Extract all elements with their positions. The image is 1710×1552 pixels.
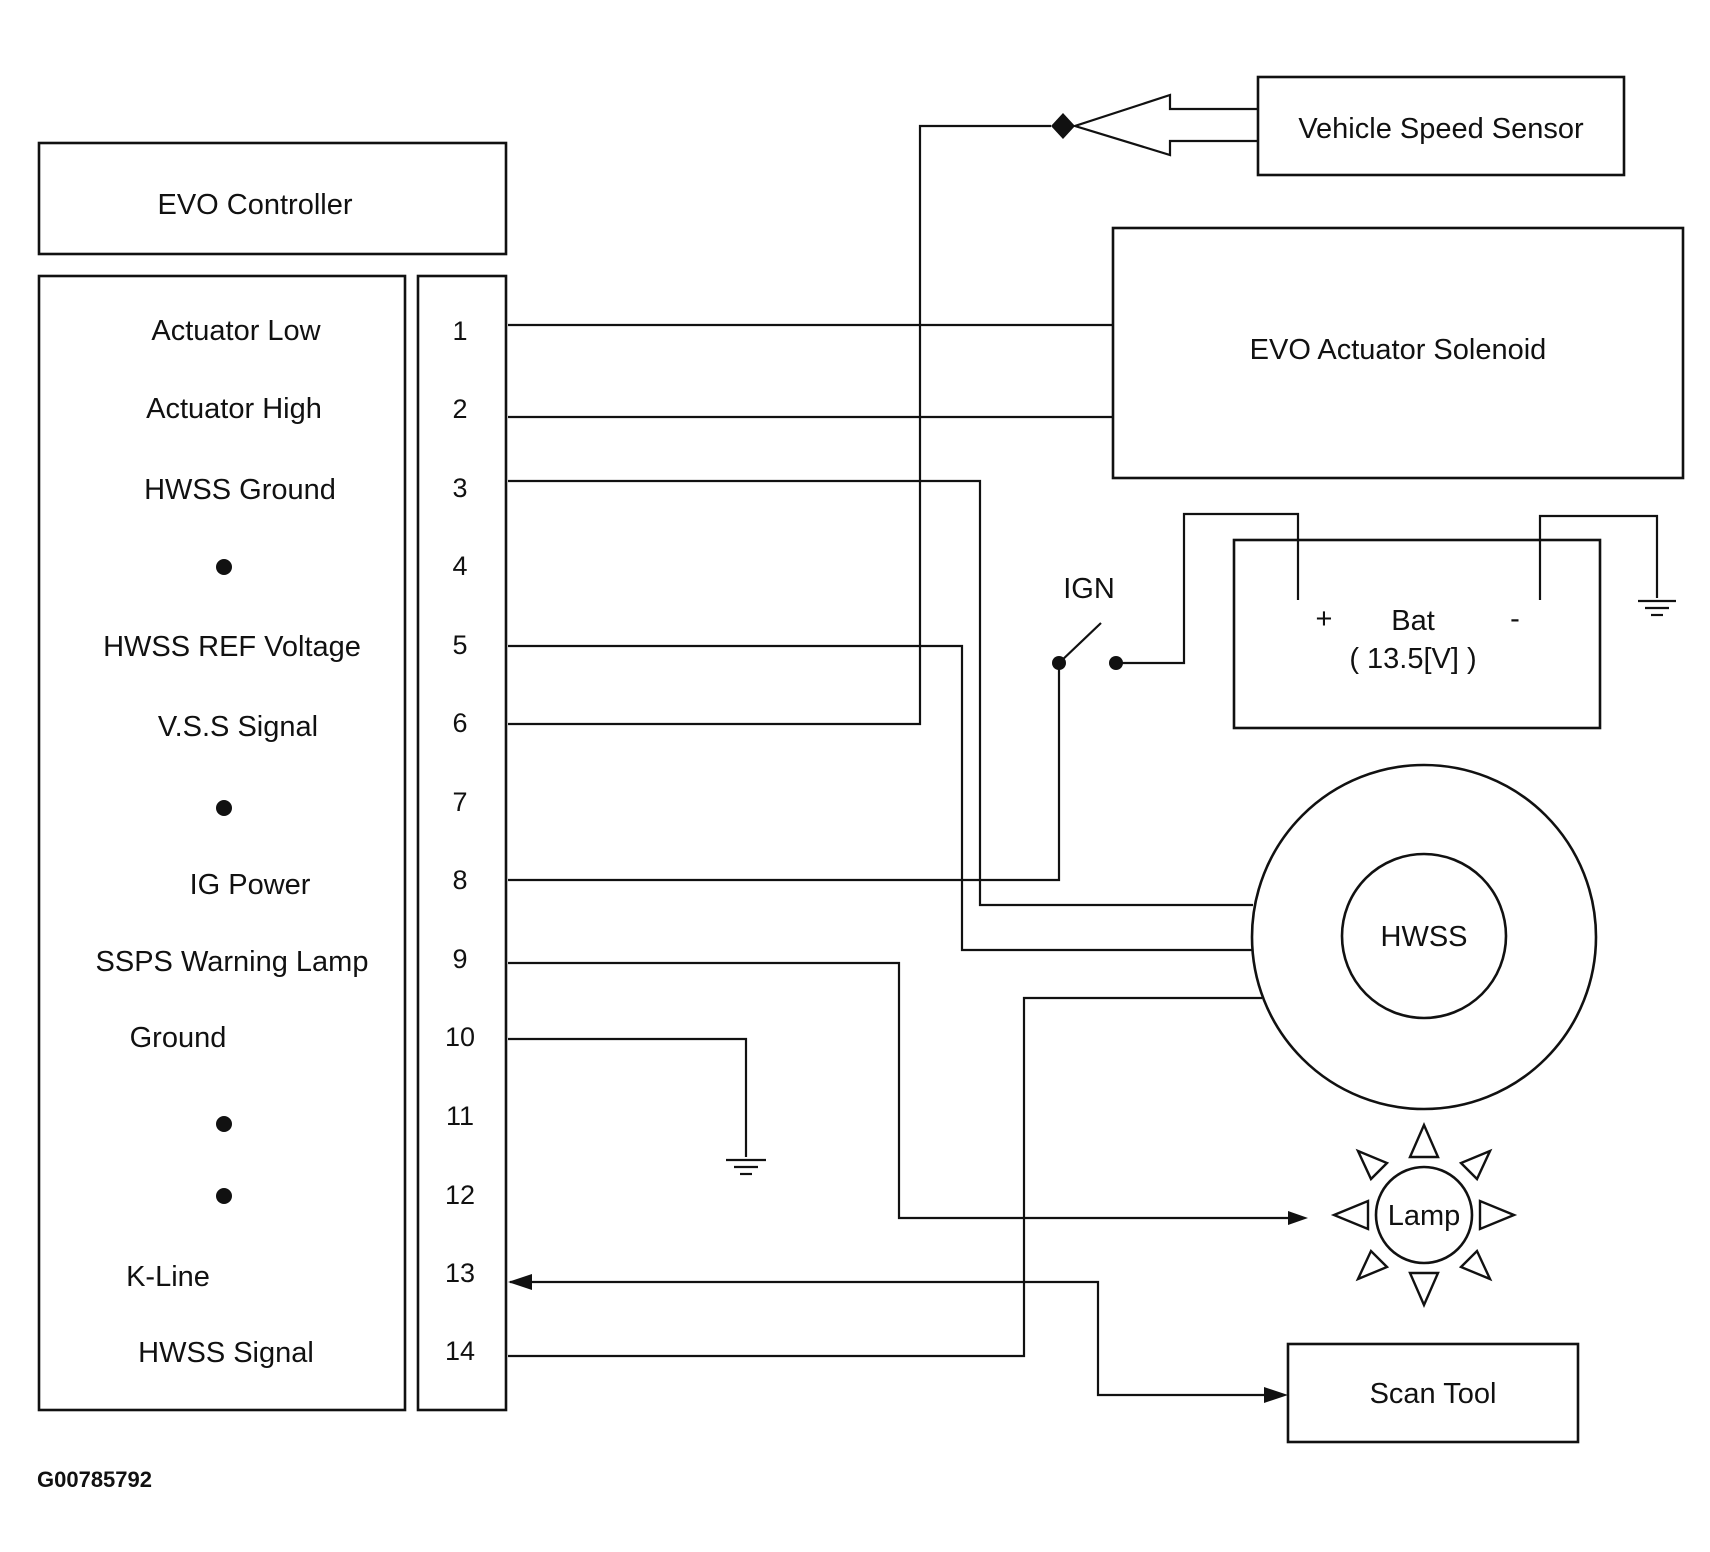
pin-5-label: HWSS REF Voltage bbox=[103, 631, 361, 663]
pin-8-label: IG Power bbox=[190, 869, 311, 901]
pin-10-number: 10 bbox=[445, 1022, 475, 1052]
pin-12-number: 12 bbox=[445, 1180, 475, 1210]
figure-id: G00785792 bbox=[37, 1467, 152, 1492]
wire-pin6-vss bbox=[508, 124, 1051, 726]
vss-junction-diamond bbox=[1051, 113, 1075, 139]
pin-11-number: 11 bbox=[446, 1101, 474, 1131]
lamp-icon bbox=[1330, 1122, 1518, 1308]
controller-title: EVO Controller bbox=[157, 189, 352, 221]
pin-14-label: HWSS Signal bbox=[138, 1337, 314, 1369]
pin-7-unused-dot bbox=[216, 800, 232, 816]
pin-11-unused-dot bbox=[216, 1116, 232, 1132]
battery-name: Bat bbox=[1391, 605, 1435, 637]
pin-13-number: 13 bbox=[445, 1258, 475, 1288]
wire-pin14-hwss-signal bbox=[508, 996, 1262, 1358]
ground-symbol-battery bbox=[1638, 599, 1676, 617]
pin-14-number: 14 bbox=[445, 1336, 475, 1366]
pin-1-label: Actuator Low bbox=[151, 315, 321, 347]
pin-4-unused-dot bbox=[216, 559, 232, 575]
hwss-outer-ring bbox=[1250, 763, 1598, 1111]
pin-6-label: V.S.S Signal bbox=[158, 711, 318, 743]
vss-box bbox=[1256, 75, 1626, 177]
ign-switch-contact-right bbox=[1109, 656, 1123, 670]
battery-plus-sign: + bbox=[1316, 603, 1333, 635]
pin-2-label: Actuator High bbox=[146, 393, 322, 425]
battery-voltage: ( 13.5[V] ) bbox=[1349, 643, 1476, 675]
solenoid-label: EVO Actuator Solenoid bbox=[1250, 334, 1547, 366]
wire-pin5-hwss-ref bbox=[508, 644, 1253, 952]
pin-1-number: 1 bbox=[452, 316, 467, 346]
ign-switch-lever bbox=[1058, 622, 1102, 664]
wire-pin8-ign bbox=[508, 663, 1061, 882]
hwss-label: HWSS bbox=[1381, 921, 1468, 953]
hwss-inner-ring bbox=[1340, 852, 1508, 1020]
vss-label: Vehicle Speed Sensor bbox=[1298, 113, 1584, 145]
controller-title-box bbox=[37, 141, 508, 256]
pin-4-number: 4 bbox=[452, 551, 467, 581]
battery-minus-sign: - bbox=[1510, 603, 1520, 635]
pin-5-number: 5 bbox=[452, 630, 467, 660]
pin-10-label: Ground bbox=[130, 1022, 227, 1054]
battery-box bbox=[1232, 538, 1602, 730]
scan-tool-box bbox=[1286, 1342, 1580, 1444]
pin-6-number: 6 bbox=[452, 708, 467, 738]
solenoid-box bbox=[1111, 226, 1685, 480]
wire-battery-minus bbox=[1538, 514, 1659, 600]
pin-9-label: SSPS Warning Lamp bbox=[96, 946, 369, 978]
vss-arrow bbox=[1071, 93, 1258, 157]
pin-13-label: K-Line bbox=[126, 1261, 210, 1293]
pin-3-label: HWSS Ground bbox=[144, 474, 336, 506]
scan-tool-label: Scan Tool bbox=[1370, 1378, 1497, 1410]
kline-arrowhead-scan-tool bbox=[1264, 1387, 1288, 1403]
wire-pin3-hwss-ground bbox=[508, 479, 1253, 907]
kline-arrowhead-controller bbox=[508, 1274, 532, 1290]
ground-symbol-pin10 bbox=[726, 1158, 766, 1176]
lamp-arrowhead bbox=[1288, 1211, 1308, 1225]
pin-9-number: 9 bbox=[452, 944, 467, 974]
wire-battery-plus bbox=[1116, 512, 1300, 665]
wire-pin13-kline bbox=[510, 1280, 1280, 1397]
wire-pin9-lamp bbox=[508, 961, 1300, 1220]
lamp-label: Lamp bbox=[1388, 1200, 1461, 1232]
pin-3-number: 3 bbox=[452, 473, 467, 503]
controller-pin-panel bbox=[416, 274, 508, 1412]
pin-2-number: 2 bbox=[452, 394, 467, 424]
pin-8-number: 8 bbox=[452, 865, 467, 895]
ign-label: IGN bbox=[1063, 573, 1115, 605]
controller-label-panel bbox=[37, 274, 407, 1412]
pin-7-number: 7 bbox=[452, 787, 467, 817]
pin-12-unused-dot bbox=[216, 1188, 232, 1204]
wire-pin10-ground bbox=[508, 1037, 748, 1157]
